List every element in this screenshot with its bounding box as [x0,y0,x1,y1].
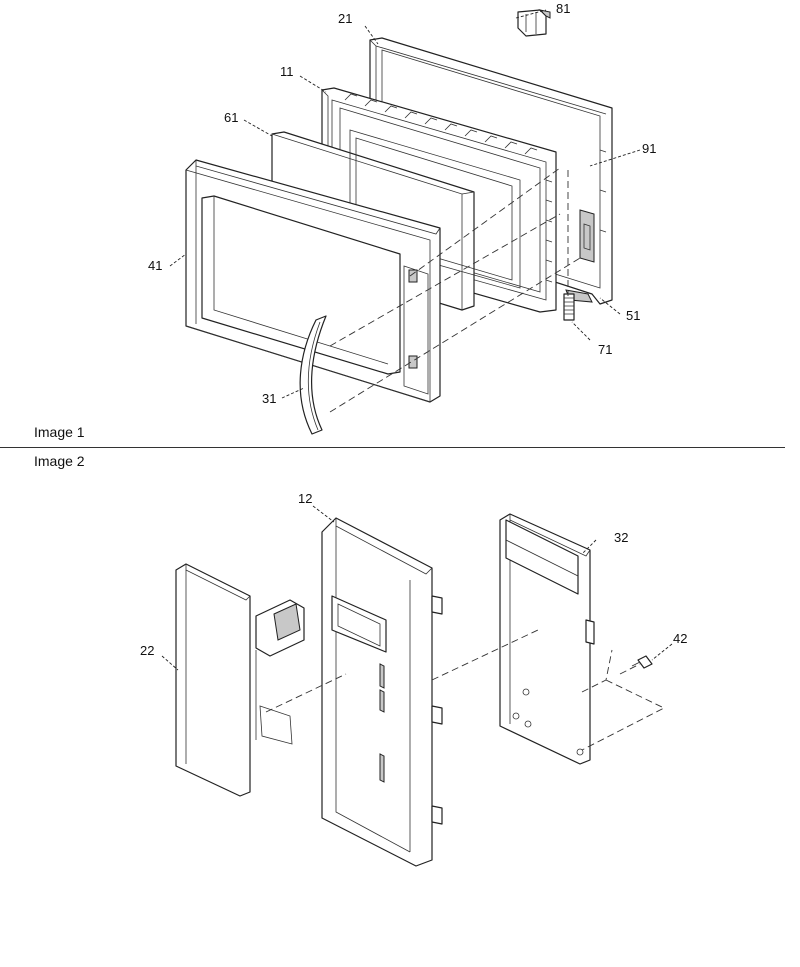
part-42-screw [631,655,653,669]
image2-drawing: 12 32 22 42 [140,491,687,867]
part-71-spring [563,293,575,321]
callout-32: 32 [614,530,628,545]
callout-41: 41 [148,258,162,273]
part-41-outer-door [185,159,441,403]
callout-22: 22 [140,643,154,658]
callout-61: 61 [224,110,238,125]
part-22-side-cover [175,563,251,797]
callout-12: 12 [298,491,312,506]
image2-caption: Image 2 [34,453,85,469]
callout-51: 51 [626,308,640,323]
callout-21: 21 [338,11,352,26]
callout-71: 71 [598,342,612,357]
part-12-control-panel [321,517,443,867]
callout-42: 42 [673,631,687,646]
callout-91: 91 [642,141,656,156]
image1-drawing: 21 81 11 61 91 41 51 71 31 [148,1,656,435]
part-81-latch [517,9,551,37]
callout-31: 31 [262,391,276,406]
part-22-bracket [255,599,305,745]
section-divider [0,447,785,448]
part-32-control-board [499,513,595,765]
image1-caption: Image 1 [34,424,85,440]
callout-11: 11 [280,64,294,79]
part-31-handle [299,315,327,435]
callout-81: 81 [556,1,570,16]
